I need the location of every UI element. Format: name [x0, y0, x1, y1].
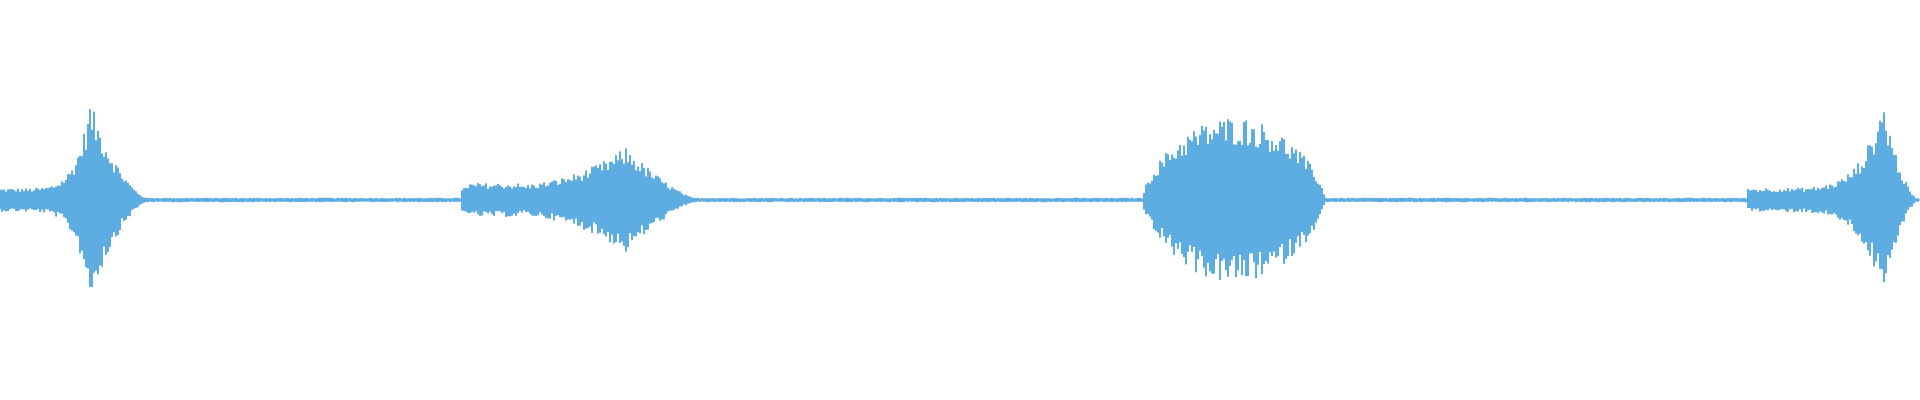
waveform-bars	[0, 109, 1919, 288]
